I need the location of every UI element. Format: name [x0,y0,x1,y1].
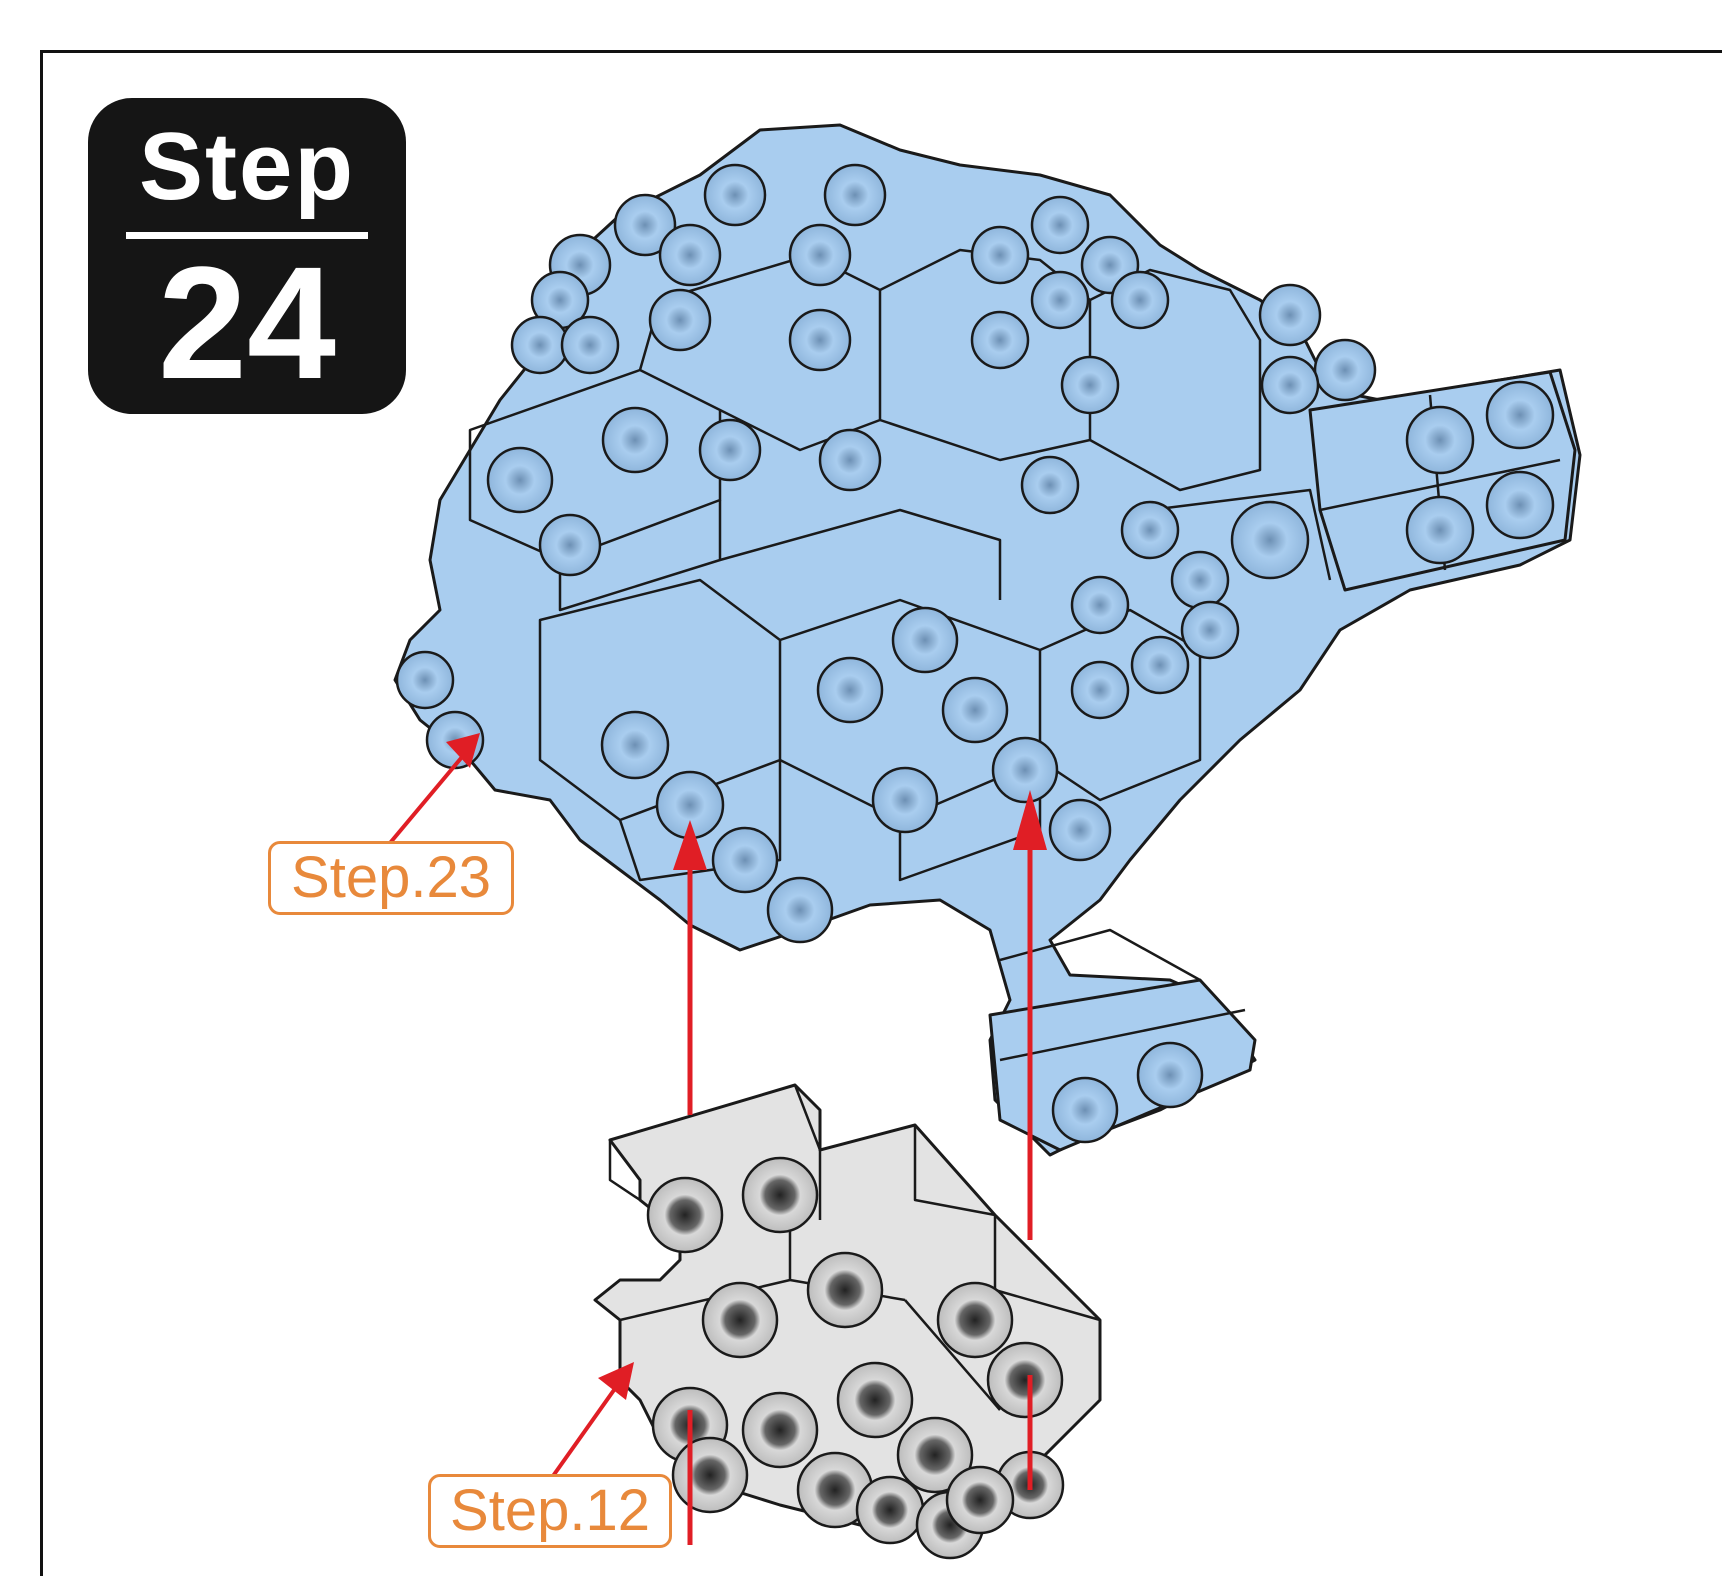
step-label: Step [138,113,356,220]
callout-step-23: Step.23 [268,841,514,915]
arrow-right-vertical [1013,790,1047,1240]
arrow-callout-23 [388,733,480,845]
blue-stud-wing [1405,380,1555,565]
instruction-frame [40,50,1722,1576]
arrow-left-vertical [673,820,707,1115]
blue-stud-row-top [510,163,1377,415]
arrow-callout-12 [551,1362,634,1478]
step-number: 24 [158,233,336,412]
blue-stud-tail [1051,1041,1204,1144]
assembly-arrows [388,733,1047,1545]
blue-stud-row-middle [486,406,1310,720]
step-divider [126,232,368,239]
blue-studs [395,163,1555,1144]
callout-step-12: Step.12 [428,1474,672,1548]
blue-stud-row-bottom [395,606,1112,944]
grey-studs [646,1156,1065,1560]
step-badge: Step 24 [88,98,406,414]
